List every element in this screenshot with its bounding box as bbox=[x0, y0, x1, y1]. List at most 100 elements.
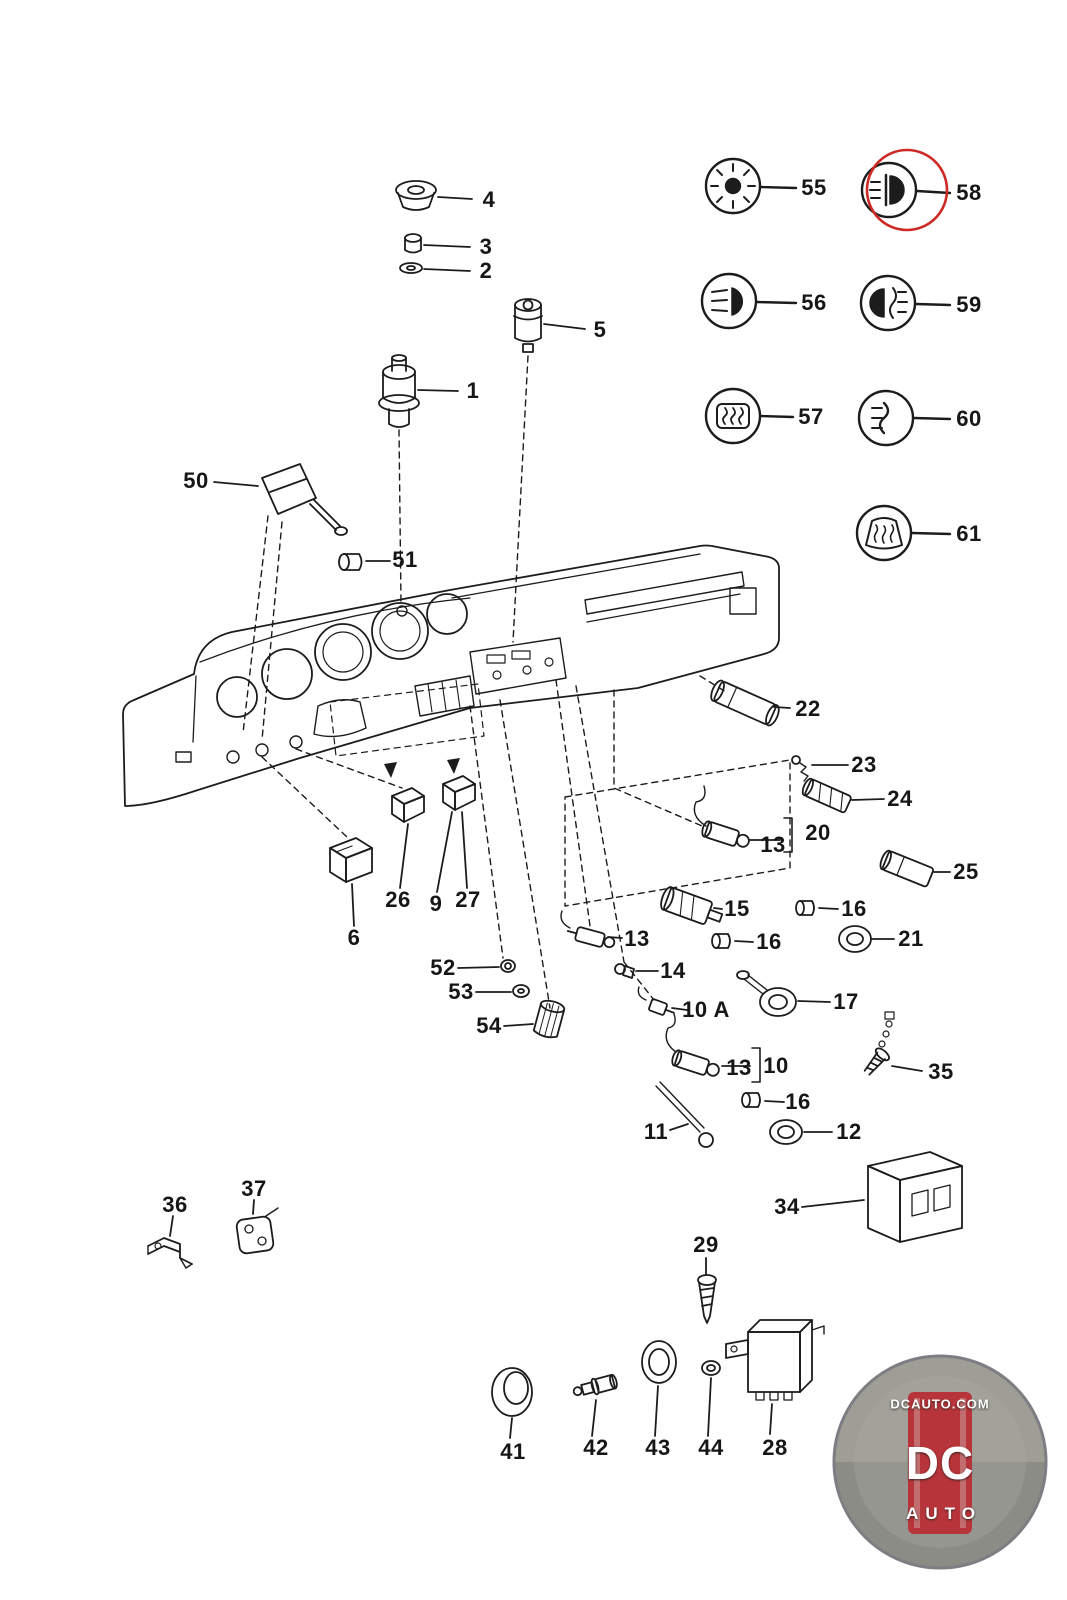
callout-37: 37 bbox=[241, 1176, 267, 1201]
callout-55: 55 bbox=[801, 175, 827, 200]
part-41-grommet bbox=[491, 1367, 533, 1439]
watermark-subtitle: AUTO bbox=[906, 1504, 982, 1523]
part-29-screw bbox=[697, 1257, 717, 1324]
callout-27: 27 bbox=[455, 887, 481, 912]
callout-10: 10 bbox=[763, 1053, 789, 1078]
watermark-initials: DC bbox=[905, 1437, 975, 1489]
part-14-bulb bbox=[614, 963, 659, 979]
callout-2: 2 bbox=[479, 258, 493, 283]
callout-43: 43 bbox=[645, 1435, 671, 1460]
callout-57: 57 bbox=[798, 404, 824, 429]
callout-9: 9 bbox=[429, 891, 443, 916]
callout-26: 26 bbox=[385, 887, 411, 912]
part-54-knob bbox=[503, 999, 566, 1039]
part-4-knob bbox=[395, 180, 473, 211]
callout-54: 54 bbox=[476, 1013, 502, 1038]
part-34-relay bbox=[801, 1151, 963, 1243]
top-parts bbox=[213, 180, 586, 741]
part-42-bulb-socket bbox=[572, 1373, 618, 1437]
callout-20: 20 bbox=[805, 820, 831, 845]
callout-50: 50 bbox=[183, 468, 209, 493]
part-10-bulb-holder bbox=[665, 1013, 761, 1083]
part-23-spring bbox=[791, 755, 849, 782]
part-16-nut bbox=[795, 900, 839, 916]
down-arrow-icon bbox=[447, 758, 460, 774]
callout-17: 17 bbox=[833, 989, 859, 1014]
symbol-icon-grid bbox=[700, 148, 952, 562]
part-25-switch bbox=[879, 849, 951, 888]
callout-35: 35 bbox=[928, 1059, 954, 1084]
callout-21: 21 bbox=[898, 926, 924, 951]
routing-lines bbox=[261, 675, 791, 1009]
callout-24: 24 bbox=[887, 786, 913, 811]
headlight-low-beam-icon bbox=[700, 272, 798, 330]
callout-6: 6 bbox=[347, 925, 361, 950]
callout-16: 16 bbox=[785, 1089, 811, 1114]
callout-15: 15 bbox=[724, 896, 750, 921]
part-11-pin bbox=[655, 1081, 714, 1148]
callout-42: 42 bbox=[583, 1435, 609, 1460]
front-fog-light-icon bbox=[859, 274, 952, 332]
callout-22: 22 bbox=[795, 696, 821, 721]
part-26-switch bbox=[391, 787, 425, 889]
callout-13: 13 bbox=[760, 832, 786, 857]
windshield-defrost-icon bbox=[855, 504, 952, 562]
callout-25: 25 bbox=[953, 859, 979, 884]
callout-28: 28 bbox=[762, 1435, 788, 1460]
callout-10A: 10 A bbox=[682, 997, 730, 1022]
part-50-wiper-switch bbox=[213, 463, 348, 741]
callout-14: 14 bbox=[660, 958, 686, 983]
part-5-switch bbox=[512, 298, 586, 643]
callout-13: 13 bbox=[726, 1055, 752, 1080]
part-9-switch bbox=[436, 775, 476, 893]
callout-16: 16 bbox=[756, 929, 782, 954]
lower-parts bbox=[655, 1011, 963, 1243]
callout-60: 60 bbox=[956, 406, 982, 431]
part-6-switch bbox=[329, 837, 373, 927]
part-20-bulb-holder bbox=[693, 785, 793, 853]
part-36-bracket bbox=[147, 1215, 193, 1269]
part-21-bezel bbox=[838, 925, 895, 953]
down-arrow-icon bbox=[384, 762, 397, 778]
dashboard-drawing bbox=[122, 544, 780, 807]
callout-61: 61 bbox=[956, 521, 982, 546]
callout-4: 4 bbox=[482, 187, 496, 212]
rear-window-defrost-icon bbox=[704, 387, 795, 445]
highlight-circle bbox=[865, 148, 949, 232]
part-15-switch bbox=[660, 886, 724, 925]
part-12-bezel bbox=[769, 1119, 833, 1145]
callout-1: 1 bbox=[466, 378, 480, 403]
part-44-washer bbox=[701, 1360, 721, 1437]
interior-light-icon bbox=[704, 157, 798, 215]
callout-13: 13 bbox=[624, 926, 650, 951]
callout-52: 52 bbox=[430, 955, 456, 980]
part-3-bushing bbox=[404, 233, 471, 254]
callout-5: 5 bbox=[593, 317, 607, 342]
part-51-cap bbox=[338, 553, 391, 571]
part-52-nut bbox=[457, 959, 516, 973]
right-parts bbox=[660, 679, 951, 1017]
part-53-washer bbox=[475, 984, 530, 998]
rear-fog-light-icon bbox=[857, 389, 952, 447]
part-37-clip bbox=[235, 1199, 279, 1255]
watermark-site-text: DCAUTO.COM bbox=[890, 1396, 990, 1412]
callout-16: 16 bbox=[841, 896, 867, 921]
callout-58: 58 bbox=[956, 180, 982, 205]
callout-3: 3 bbox=[479, 234, 493, 259]
part-13-bulb-holder bbox=[560, 910, 623, 949]
part-17-bezel bbox=[736, 970, 831, 1017]
callout-59: 59 bbox=[956, 292, 982, 317]
callout-11: 11 bbox=[643, 1119, 669, 1144]
callout-51: 51 bbox=[392, 547, 418, 572]
callout-44: 44 bbox=[698, 1435, 724, 1460]
part-28-relay bbox=[725, 1319, 825, 1435]
callout-23: 23 bbox=[851, 752, 877, 777]
parking-light-icon bbox=[860, 161, 952, 219]
callout-53: 53 bbox=[448, 979, 474, 1004]
callout-56: 56 bbox=[801, 290, 827, 315]
watermark-badge bbox=[832, 1354, 1048, 1570]
part-2-washer bbox=[399, 262, 471, 274]
center-parts bbox=[457, 910, 688, 1039]
